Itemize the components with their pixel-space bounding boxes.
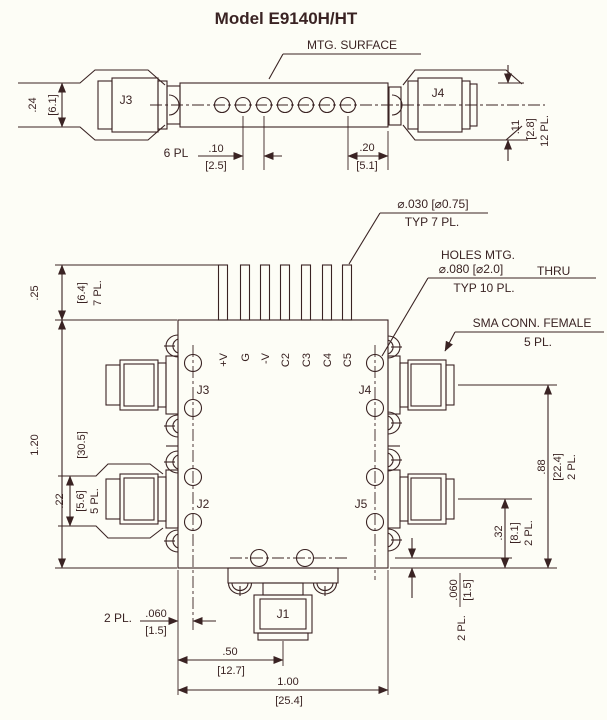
dim-conn-in: .22: [54, 493, 66, 508]
pin-label: C4: [322, 353, 334, 367]
sma-connector-left-top: [105, 355, 179, 415]
dim-r3-mm: [1.5]: [462, 579, 474, 600]
bottom-flange: [227, 567, 339, 584]
j4-label-top-view: J4: [432, 86, 445, 100]
j3-label-top-view: J3: [120, 93, 133, 107]
dim-offset-mm: [2.8]: [525, 118, 537, 139]
right-flare-top: [402, 69, 523, 86]
main-view: +V G -V C2 C3 C4 C5 J3 J4 J2 J5: [29, 264, 578, 707]
edge-screws: [164, 334, 402, 553]
dim-full-in: 1.00: [277, 676, 298, 688]
sma-connector-left-bottom: [105, 469, 179, 529]
pin-dia-leader: [348, 212, 381, 265]
dim-r1-pl: 2 PL.: [566, 454, 578, 480]
dim-l3-in: .060: [145, 608, 166, 620]
j1-label: J1: [277, 607, 290, 621]
dim-r1-in: .88: [536, 459, 548, 474]
dim-conn-pl: 5 PL.: [89, 488, 101, 514]
sma-connector-right-bottom: [387, 469, 455, 529]
holes-thru-label: THRU: [537, 264, 570, 278]
pin-dia-callout-pl: TYP 7 PL.: [405, 215, 459, 229]
dim-height-in: .24: [27, 97, 39, 112]
dim-full-mm: [25.4]: [275, 695, 303, 707]
mtg-surface-leader: [268, 53, 284, 80]
dim-pin-len-in: .25: [29, 285, 41, 300]
pin-dia-callout: ⌀.030 [⌀0.75]: [397, 197, 468, 211]
dim-r2-in: .32: [493, 525, 505, 540]
dim-r3-pl: 2 PL.: [456, 615, 468, 641]
pin-label: +V: [218, 352, 230, 366]
pin-label: G: [240, 353, 252, 362]
dim-r1-mm: [22.4]: [552, 453, 564, 481]
sma-leader: [444, 331, 456, 352]
holes-leader: [381, 277, 429, 357]
sma-connector-right-top: [387, 355, 455, 415]
dim-half-in: .50: [222, 646, 237, 658]
mtg-surface-label: MTG. SURFACE: [307, 38, 397, 52]
bar-holes: [213, 96, 357, 114]
dim-pin-len-mm: [6.4]: [76, 282, 88, 303]
j5-label: J5: [355, 497, 368, 511]
flange-screws: [227, 582, 338, 596]
sma-callout-pl: 5 PL.: [524, 335, 552, 349]
connector-j1: [253, 582, 313, 641]
pin-labels: +V G -V C2 C3 C4 C5: [218, 352, 354, 367]
dim-half-mm: [12.7]: [217, 665, 245, 677]
dim-offset-pl: 12 PL.: [539, 115, 551, 147]
mounting-holes: [183, 353, 385, 568]
pl6-label: 6 PL: [164, 146, 189, 160]
dim-l3-pl: 2 PL.: [104, 611, 132, 625]
j4-label: J4: [359, 383, 372, 397]
holes-callout-2: ⌀.080 [⌀2.0]: [439, 262, 504, 276]
dim-end-mm: [5.1]: [356, 160, 377, 172]
sma-callout: SMA CONN. FEMALE: [473, 316, 592, 330]
connector-j4-side: [388, 77, 478, 133]
pin-label: C3: [301, 353, 313, 367]
callouts: ⌀.030 [⌀0.75] TYP 7 PL. HOLES MTG. ⌀.080…: [348, 197, 604, 357]
dim-end-in: .20: [359, 142, 374, 154]
dim-pitch-in: .10: [208, 143, 223, 155]
pin-label: C5: [342, 353, 354, 367]
terminal-pins: [217, 264, 353, 321]
dim-height-mm: [6.1]: [47, 94, 59, 115]
dim-r2-mm: [8.1]: [509, 522, 521, 543]
j3-label: J3: [197, 383, 210, 397]
pin-label: -V: [260, 352, 272, 364]
dim-pitch-mm: [2.5]: [205, 160, 226, 172]
j2-label: J2: [197, 497, 210, 511]
pin-label: C2: [280, 353, 292, 367]
dim-conn-mm: [5.6]: [75, 490, 87, 511]
dim-r3-in: .060: [448, 579, 460, 600]
dim-body-h-mm: [30.5]: [76, 431, 88, 459]
connector-flare: [58, 463, 164, 539]
page-title: Model E9140H/HT: [215, 9, 358, 28]
dim-body-h-in: 1.20: [29, 434, 41, 455]
holes-callout-1: HOLES MTG.: [441, 248, 515, 262]
holes-callout-3: TYP 10 PL.: [453, 281, 514, 295]
dim-l3-mm: [1.5]: [145, 625, 166, 637]
top-view: MTG. SURFACE J3: [18, 38, 551, 172]
dim-r2-pl: 2 PL.: [523, 520, 535, 546]
dim-offset-in: .11: [510, 120, 522, 134]
dim-pin-len-pl: 7 PL.: [92, 280, 104, 306]
right-flare-bottom: [402, 124, 523, 141]
